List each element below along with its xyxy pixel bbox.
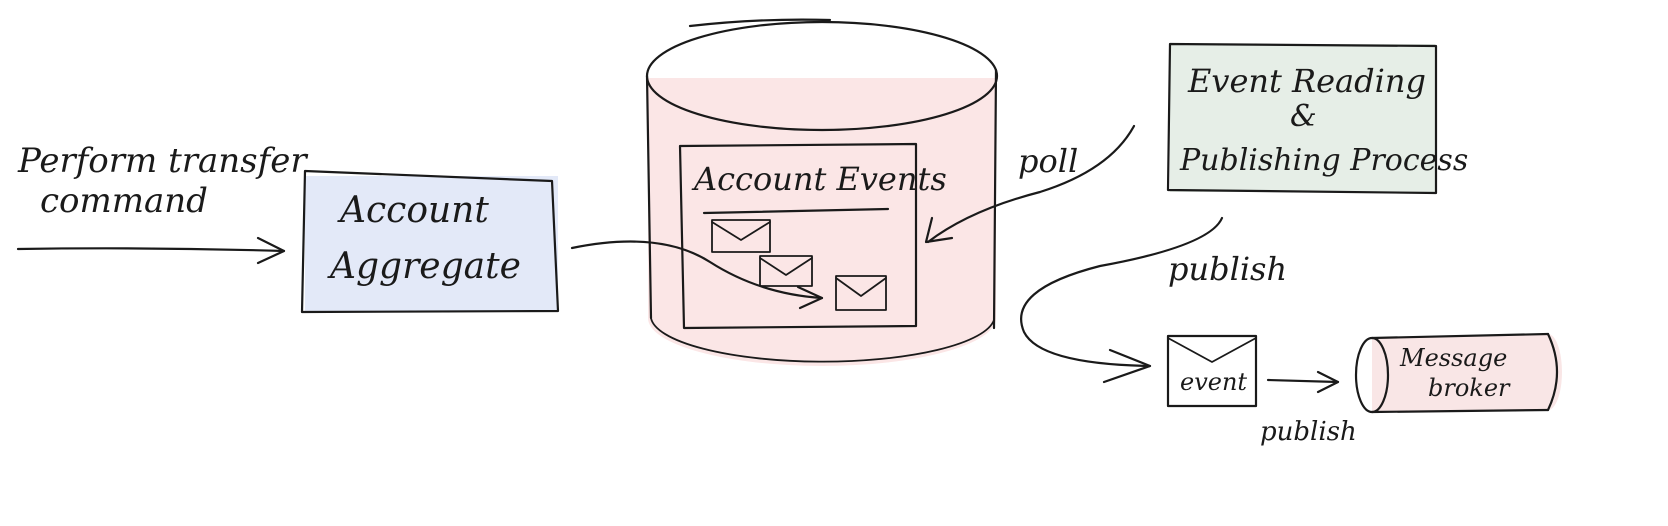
process-line-1: Event Reading (1187, 62, 1426, 100)
event-card-label: event (1180, 368, 1247, 396)
envelope-icon (835, 275, 887, 311)
publishing-process-box: Event Reading & Publishing Process (1166, 42, 1468, 195)
aggregate-line-1: Account (337, 190, 489, 231)
command-line-1: Perform transfer (17, 141, 308, 181)
event-card: event (1166, 334, 1258, 408)
command-arrow (16, 236, 286, 265)
aggregate-line-2: Aggregate (327, 246, 521, 287)
event-store-title: Account Events (691, 160, 947, 198)
broker-arrow: publish (1260, 370, 1357, 447)
event-store-cylinder: Account Events (645, 18, 999, 366)
envelope-icon (759, 255, 813, 287)
command-line-2: command (40, 181, 208, 221)
command-label: Perform transfer command (17, 141, 308, 221)
process-line-3: Publishing Process (1179, 143, 1468, 178)
broker-line-2: broker (1428, 374, 1511, 402)
message-broker: Message broker (1354, 332, 1562, 414)
account-aggregate-box: Account Aggregate (300, 169, 560, 314)
publish-arrow: publish (1020, 216, 1287, 384)
publish-label-small: publish (1260, 417, 1357, 447)
process-line-2: & (1290, 99, 1317, 134)
poll-label: poll (1018, 142, 1078, 180)
poll-arrow: poll (924, 124, 1136, 244)
envelope-icon (711, 219, 771, 253)
publish-label-main: publish (1168, 250, 1287, 288)
aggregate-fill (305, 176, 558, 311)
broker-line-1: Message (1399, 344, 1507, 372)
append-event-arrow (570, 240, 824, 310)
